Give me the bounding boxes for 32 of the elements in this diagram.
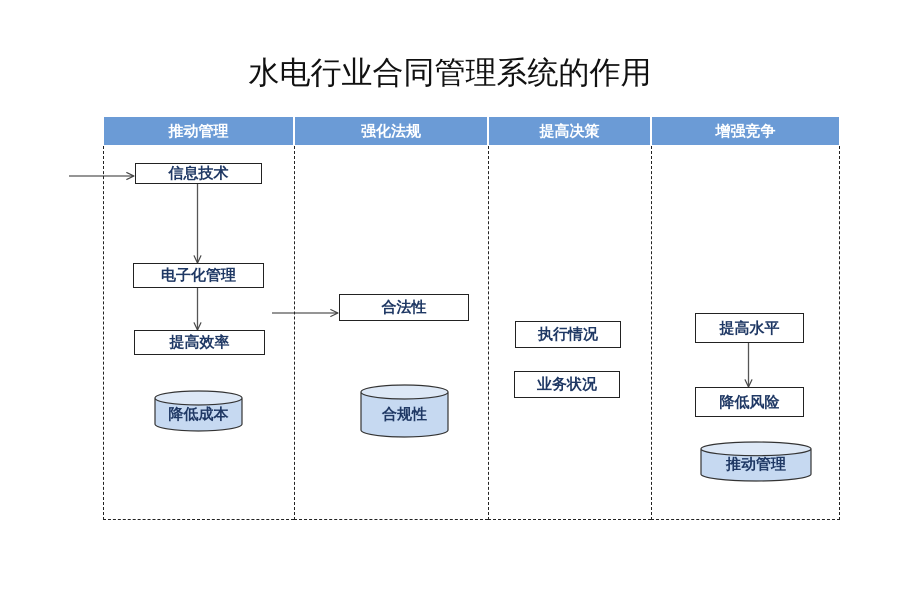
diagram-title: 水电行业合同管理系统的作用 [248,54,652,93]
database-cylinder [360,384,449,438]
database-cylinder [700,441,812,482]
process-box [134,330,265,355]
arrow [744,343,753,388]
arrow [193,288,202,331]
node-label: 降低风险 [720,392,780,412]
database-cylinder [154,390,243,432]
node-label: 降低成本 [168,405,228,424]
lane-header: 推动管理 [104,117,293,145]
node-label: 推动管理 [726,455,786,474]
lane-header: 增强竞争 [652,117,839,145]
node-label: 电子化管理 [161,266,236,285]
process-box [133,263,264,288]
node-label: 提高水平 [720,318,780,338]
process-box [135,163,262,184]
arrow [193,184,202,264]
process-box [515,321,621,348]
process-box [695,387,804,417]
process-box [695,313,804,343]
process-box [339,294,469,321]
node-label: 信息技术 [168,164,228,183]
node-label: 合法性 [382,298,426,317]
lane-header: 提高决策 [489,117,650,145]
node-label: 合规性 [382,405,427,424]
node-label: 提高效率 [170,333,230,352]
arrow [272,308,339,318]
process-box [514,371,620,398]
node-label: 业务状况 [537,375,597,394]
lane-header: 强化法规 [295,117,487,145]
node-label: 执行情况 [538,325,598,344]
arrow [69,172,135,180]
